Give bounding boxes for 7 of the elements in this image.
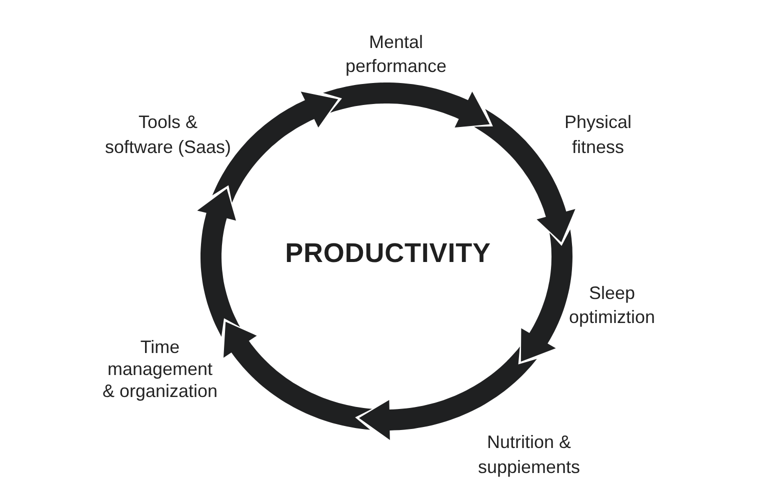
step-label: Tools & software (Saas) [104,111,232,159]
step-label: Time management & organization [101,336,219,402]
step-label: Physical fitness [563,111,633,159]
center-title: PRODUCTIVITY [285,237,491,269]
step-label: Mental performance [344,31,448,78]
step-label: Nutrition & suppiements [476,431,582,479]
step-label: Sleep optimiztion [568,282,656,329]
